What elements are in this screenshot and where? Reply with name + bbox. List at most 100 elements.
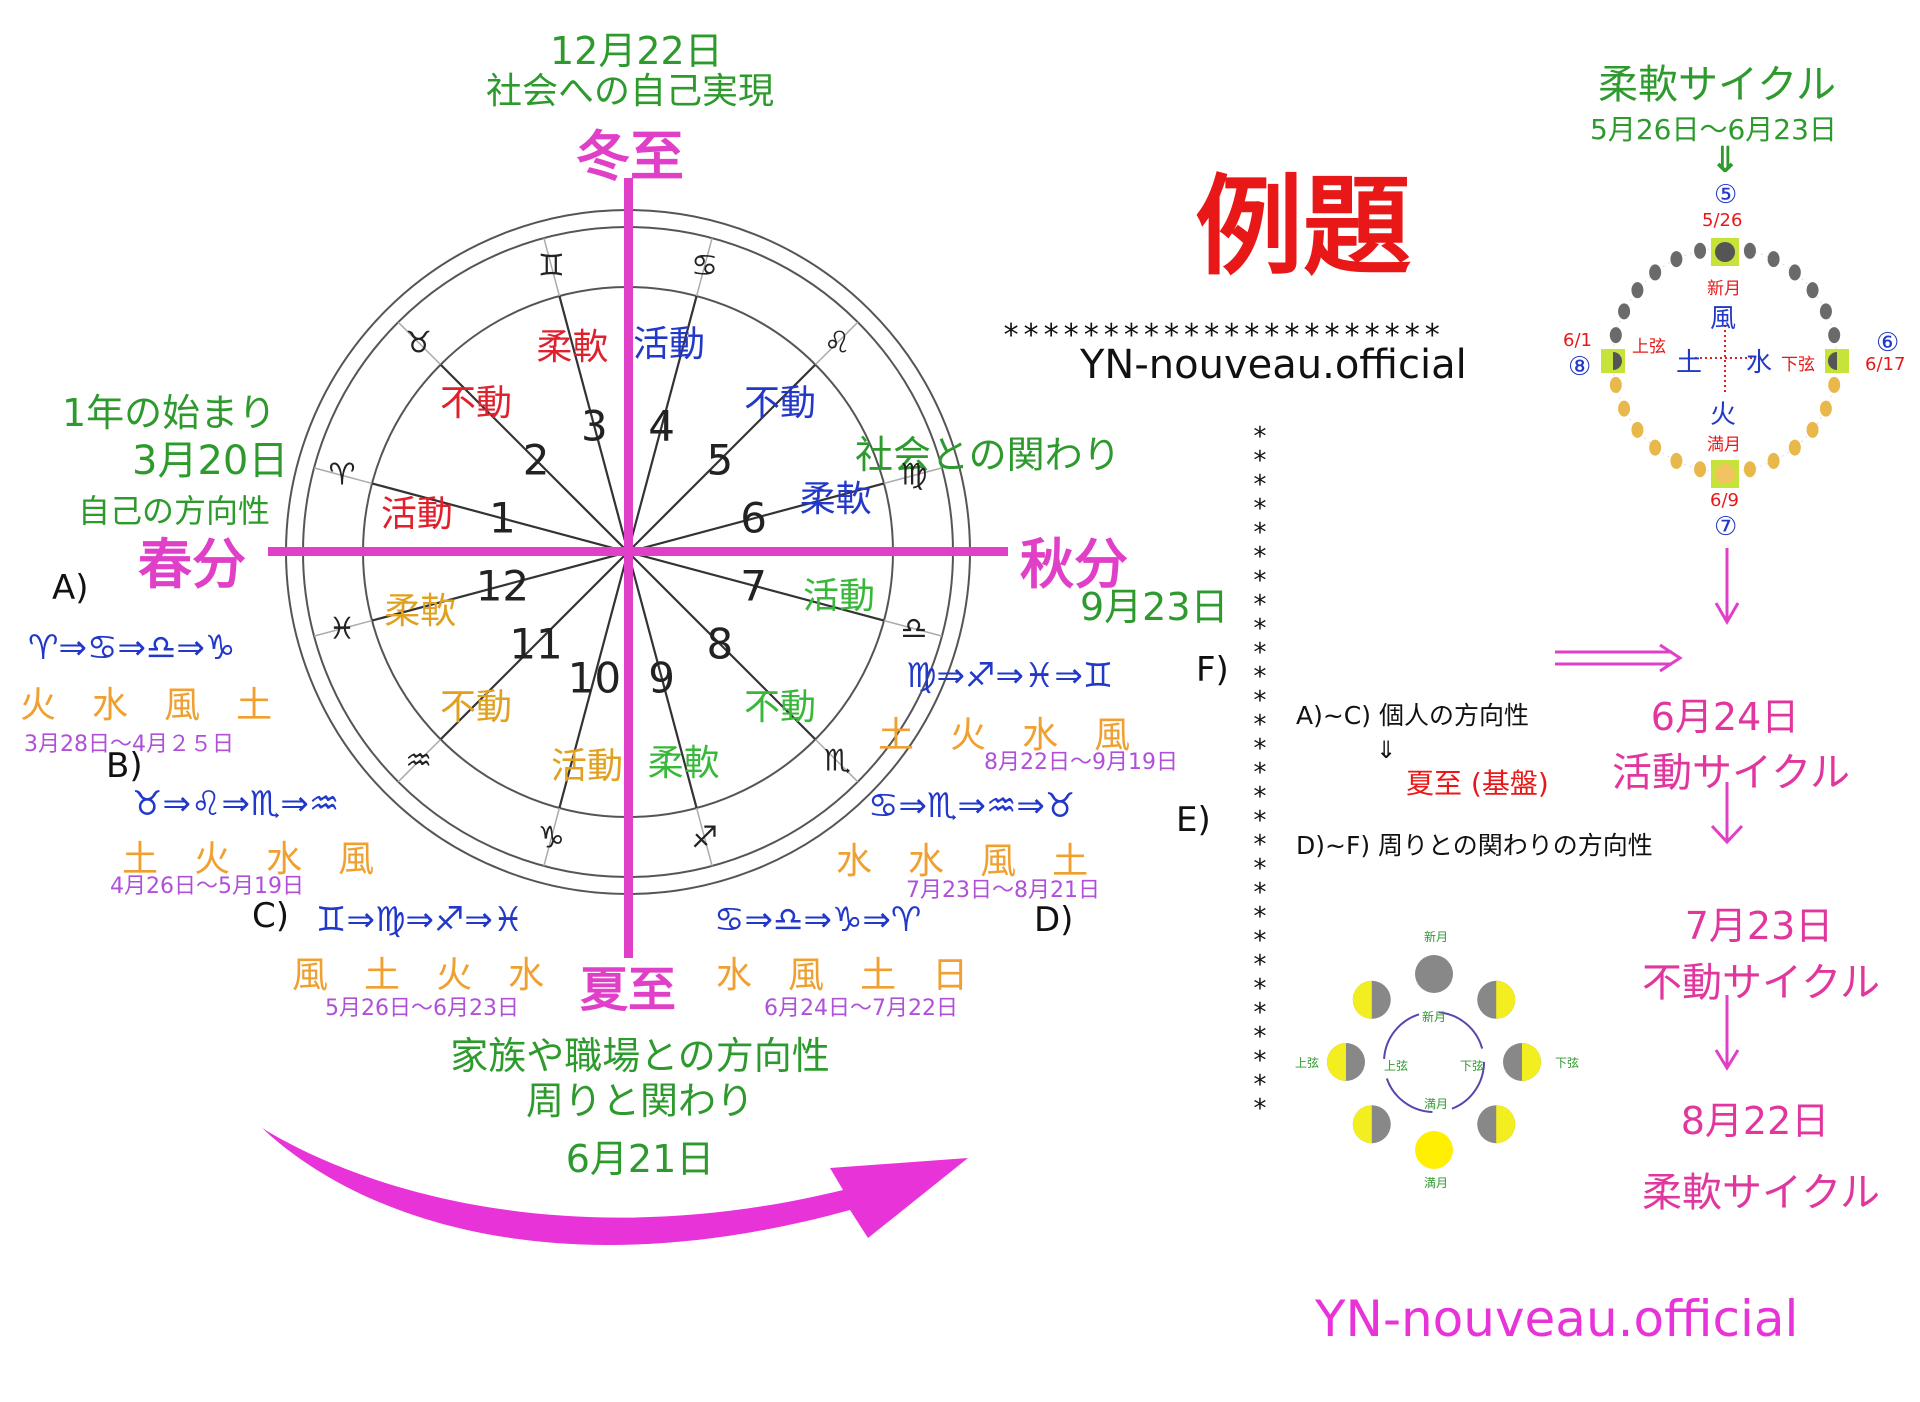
flex-wind: 風 [1710,304,1737,334]
house-quality: 活動 [633,323,706,365]
summer-date: 6月21日 [565,1137,715,1181]
moon-dot [1694,461,1707,478]
house-number: 5 [706,435,734,485]
flex-n5: ⑤ [1714,180,1738,210]
group-f-elements: 土 火 水 風 [878,706,1130,758]
flex-full-moon: 満月 [1707,435,1741,455]
house-number: 3 [580,401,608,451]
winter-solstice-label: 冬至 [576,125,684,188]
outer-divider [397,738,442,783]
moon-dot [1806,282,1819,299]
flex-date-first: 6/1 [1563,330,1592,351]
group-d-signs: ♋⇒♎⇒♑⇒♈ [714,900,922,940]
flex-n6: ⑥ [1876,328,1900,358]
flex-cycle-dates: 5月26日～6月23日 [1590,113,1837,146]
house-quality: 柔軟 [384,590,457,632]
note-arrow: ⇓ [1376,736,1397,764]
flex-earth: 土 [1676,348,1703,378]
moon-dot [1618,303,1631,320]
flex-date-full: 6/9 [1710,490,1739,511]
group-b-label: B) [106,746,143,786]
element: 水 [92,685,129,726]
group-b-dates: 4月26日～5月19日 [110,874,304,899]
group-c-signs: ♊⇒♍⇒♐⇒♓ [316,900,524,940]
summer-solstice-label: 夏至 [580,962,677,1018]
element: 日 [932,955,969,996]
big-curved-arrow [262,1128,968,1245]
zodiac-sign-icon: ♌ [823,325,851,361]
zodiac-sign-icon: ♎ [900,611,928,647]
small-first-inner: 上弦 [1384,1059,1409,1073]
element: 火 [20,685,57,726]
element: 土 [364,955,401,996]
moon-dot [1670,251,1683,268]
axis-horizontal [268,547,1008,556]
group-c-dates: 5月26日～6月23日 [325,996,519,1021]
moon-dot [1631,282,1644,299]
moon-dot [1819,303,1832,320]
cycle1-label: 活動サイクル [1612,750,1850,796]
group-f-signs: ♍⇒♐⇒♓⇒♊ [906,656,1114,696]
element: 風 [292,955,329,996]
cycle2-label: 不動サイクル [1642,960,1880,1006]
winter-date: 12月22日 [550,29,723,73]
outer-divider [695,237,713,297]
moon-dot [1828,327,1841,344]
group-a-signs: ♈⇒♋⇒♎⇒♑ [28,628,236,668]
axis-vertical [624,178,633,958]
house-divider [371,550,629,622]
group-b-signs: ♉⇒♌⇒♏⇒♒ [132,784,340,824]
small-moon-diagram [1327,955,1541,1169]
moon-dot [1819,400,1832,417]
cycle1-date: 6月24日 [1650,695,1800,739]
small-new-inner: 新月 [1422,1010,1447,1024]
outer-divider [313,619,373,637]
group-e-dates: 7月23日～8月21日 [906,878,1100,903]
house-number: 6 [740,493,767,543]
moon-dot [1788,439,1801,456]
house-divider [627,551,817,741]
title: 例題 [1195,165,1412,290]
element: 水 [836,841,873,882]
flex-cycle-title: 柔軟サイクル [1598,62,1836,108]
group-d-dates: 6月24日～7月22日 [764,996,958,1021]
element: 土 [236,685,273,726]
group-c-label: C) [252,896,290,936]
flex-last-quarter: 下弦 [1781,355,1815,375]
house-quality: 不動 [439,382,512,424]
element: 土 [860,955,897,996]
house-quality: 不動 [744,382,817,424]
moon-dot [1670,452,1683,469]
group-f-dates: 8月22日～9月19日 [984,750,1178,775]
house-number: 8 [706,619,734,669]
house-divider [558,295,630,553]
moon-dot [1609,376,1622,393]
spring-line1: 1年の始まり [62,391,277,435]
moon-dot [1649,439,1662,456]
flex-cycle-arrow: ⇓ [1710,140,1741,181]
outer-divider [543,237,561,297]
spring-date: 3月20日 [132,438,289,484]
zodiac-sign-icon: ♏ [823,743,851,779]
house-number: 1 [489,493,516,543]
outer-divider [313,467,373,485]
small-moon-lit [1496,1105,1516,1144]
small-first: 上弦 [1295,1056,1320,1070]
star-column: * * * * * * * * * * * * * * * * * * * * … [1252,422,1268,1124]
element: 水 [908,841,945,882]
house-number: 7 [740,561,767,611]
flex-first-quarter: 上弦 [1632,337,1666,357]
moon-dot [1743,461,1756,478]
moon-phase-ring [1601,238,1849,488]
house-number: 9 [648,653,676,703]
house-divider [439,551,629,741]
house-divider [371,482,629,554]
flex-fire: 火 [1710,400,1737,430]
spring-desc: 自己の方向性 [78,492,271,530]
cycle3-date: 8月22日 [1680,1099,1830,1143]
cycle2-date: 7月23日 [1684,904,1834,948]
small-moon [1415,1131,1453,1169]
moon-dot [1618,400,1631,417]
small-full: 満月 [1424,1176,1449,1190]
element: 火 [950,715,987,756]
